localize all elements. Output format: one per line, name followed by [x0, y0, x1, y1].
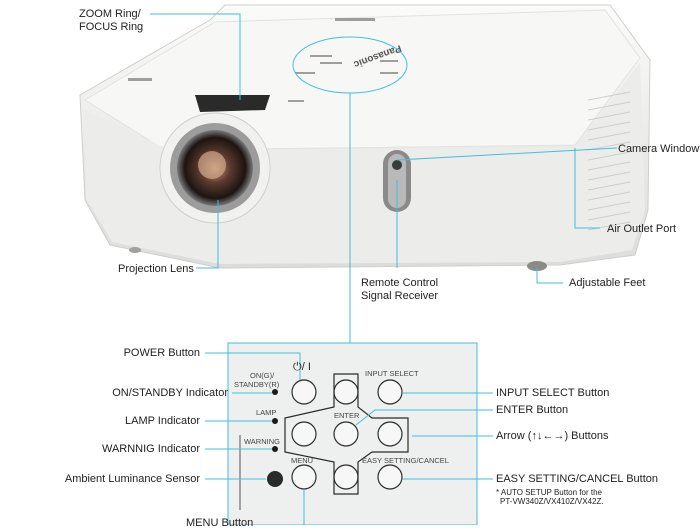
input-select-text: INPUT SELECT: [365, 369, 419, 378]
warning-text: WARNING: [244, 437, 280, 446]
remote-receiver-label-2: Signal Receiver: [361, 290, 439, 302]
enter-text: ENTER: [334, 411, 360, 420]
enter-button-label: ENTER Button: [496, 404, 569, 416]
arrow-buttons-label: Arrow (↑↓←→) Buttons: [496, 430, 609, 442]
power-symbol: ⏻/ I: [293, 361, 311, 373]
auto-setup-note-1: * AUTO SETUP Button for the: [496, 488, 602, 497]
focus-ring-label: FOCUS Ring: [79, 21, 144, 33]
menu-text: MENU: [291, 456, 314, 465]
standby-r-text: STANDBY(R): [234, 380, 280, 389]
on-standby-indicator-label: ON/STANDBY Indicator: [112, 387, 228, 399]
ambient-sensor-label: Ambient Luminance Sensor: [64, 473, 200, 485]
remote-receiver-label-1: Remote Control: [361, 277, 439, 289]
warning-indicator-label: WARNNIG Indicator: [101, 443, 200, 455]
projector-body: Panasonic: [79, 4, 651, 271]
power-button-label: POWER Button: [123, 347, 200, 359]
camera-window-label: Camera Window: [618, 143, 700, 155]
menu-button-label: MENU Button: [186, 517, 254, 529]
easy-setting-text: EASY SETTING/CANCEL: [362, 456, 449, 465]
zoom-ring-label: ZOOM Ring/: [79, 8, 141, 20]
input-select-button-label: INPUT SELECT Button: [496, 387, 610, 399]
easy-setting-button-label: EASY SETTING/CANCEL Button: [496, 473, 659, 485]
projection-lens-label: Projection Lens: [118, 263, 194, 275]
adjustable-feet-label: Adjustable Feet: [569, 277, 646, 289]
air-outlet-label: Air Outlet Port: [607, 223, 677, 235]
auto-setup-note-2: PT-VW340Z/VX410Z/VX42Z.: [500, 497, 604, 506]
lamp-indicator-label: LAMP Indicator: [124, 415, 200, 427]
on-g-text: ON(G)/: [250, 371, 275, 380]
lamp-text: LAMP: [256, 408, 277, 417]
